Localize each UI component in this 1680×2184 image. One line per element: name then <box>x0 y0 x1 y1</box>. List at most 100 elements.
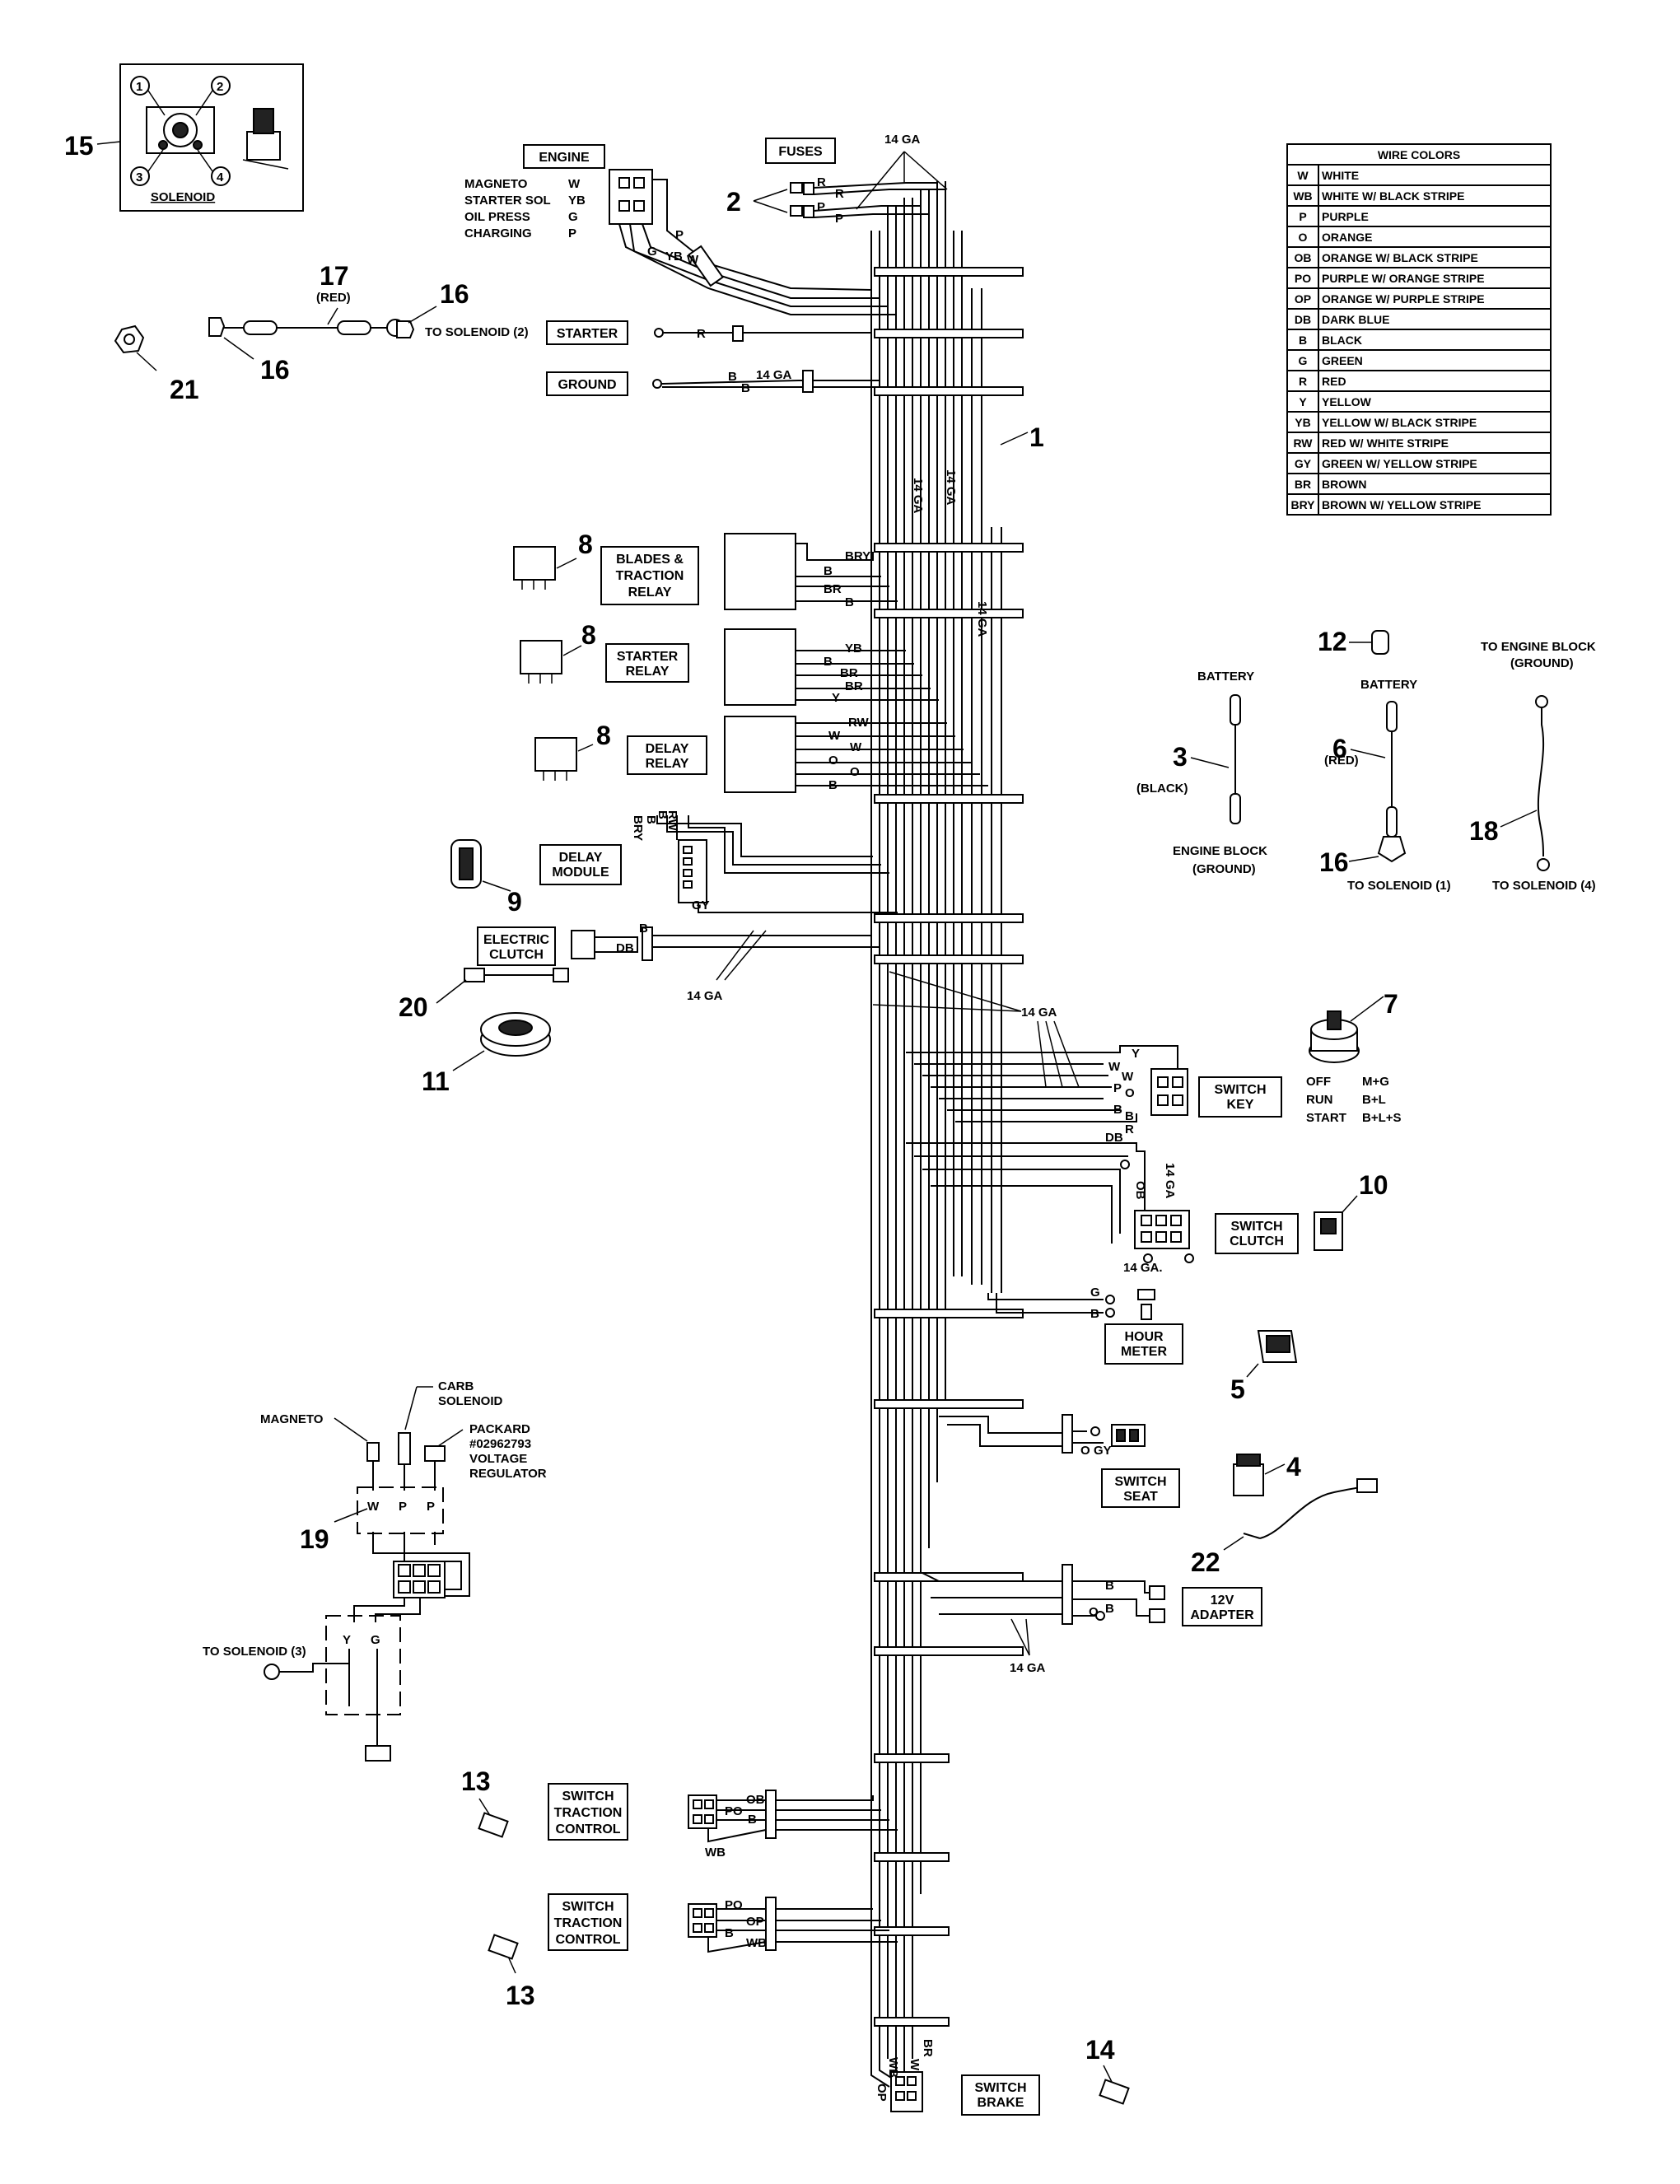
wire-code: WB <box>746 1936 767 1950</box>
hour-meter: G B HOUR METER 5 <box>987 1286 1298 1404</box>
legend-color-name: RED <box>1318 370 1552 392</box>
callout-7: 7 <box>1384 989 1398 1019</box>
legend-color-name: GREEN W/ YELLOW STRIPE <box>1318 452 1552 474</box>
key-position: OFF <box>1306 1075 1331 1089</box>
legend-code: G <box>1286 349 1319 371</box>
engine-row-code: YB <box>568 194 586 208</box>
wire-code: Y <box>832 691 840 705</box>
wire-code: G <box>1090 1286 1100 1300</box>
legend-color-name: GREEN <box>1318 349 1552 371</box>
switch-seat: O GY SWITCH SEAT <box>939 1414 1180 1508</box>
switch-name: CONTROL <box>555 1933 620 1947</box>
battery-label: BATTERY <box>1360 678 1417 692</box>
wire-code: W <box>687 253 699 267</box>
packard-label: REGULATOR <box>469 1467 547 1481</box>
callout-13: 13 <box>506 1981 535 2010</box>
wire-code: RW <box>665 810 679 832</box>
wire-code: W <box>367 1500 380 1514</box>
wire-code: B <box>1113 1103 1122 1117</box>
switch-name: SWITCH <box>1114 1475 1166 1489</box>
legend-code: O <box>1286 226 1319 248</box>
to-engine-block: (GROUND) <box>1510 656 1574 670</box>
callout-2: 2 <box>726 187 741 217</box>
callout-19: 19 <box>300 1524 329 1554</box>
legend-code: R <box>1286 370 1319 392</box>
callout-5: 5 <box>1230 1374 1245 1404</box>
relay-name: RELAY <box>646 757 689 771</box>
legend-code: RW <box>1286 432 1319 454</box>
wire-code: P <box>399 1500 407 1514</box>
switch-name: BRAKE <box>978 2096 1024 2110</box>
wire-code: B <box>748 1813 757 1827</box>
legend-code: P <box>1286 205 1319 227</box>
callout-11: 11 <box>422 1066 450 1096</box>
legend-color-name: RED W/ WHITE STRIPE <box>1318 432 1552 454</box>
starter-ground: STARTER R GROUND B B 14 GA <box>546 320 888 396</box>
to-engine-block: TO ENGINE BLOCK <box>1481 640 1596 654</box>
svg-text:3: 3 <box>136 170 142 184</box>
ga-label: 14 GA <box>687 989 723 1003</box>
legend-code: GY <box>1286 452 1319 474</box>
legend-code: WB <box>1286 184 1319 207</box>
wire-code: B <box>644 815 658 824</box>
wire-code: R <box>697 327 706 341</box>
wire-code: B <box>728 370 737 384</box>
wire-code: BRY <box>845 549 870 563</box>
wire-code: B <box>1105 1602 1114 1616</box>
key-value: B+L+S <box>1362 1111 1402 1125</box>
callout-10: 10 <box>1359 1170 1388 1200</box>
wire-code: PO <box>725 1898 743 1912</box>
meter-name: METER <box>1121 1345 1167 1359</box>
packard-label: VOLTAGE <box>469 1452 527 1466</box>
callout-13: 13 <box>461 1766 491 1796</box>
legend-color-name: BLACK <box>1318 329 1552 351</box>
legend-code: B <box>1286 329 1319 351</box>
callout-16: 16 <box>1319 847 1349 877</box>
adapter-name: ADAPTER <box>1190 1608 1254 1622</box>
switch-name: CONTROL <box>555 1822 620 1836</box>
to-solenoid-2: TO SOLENOID (2) <box>425 325 529 339</box>
switch-name: SWITCH <box>1214 1083 1266 1097</box>
engine-row-code: G <box>568 210 578 224</box>
wire-code: B <box>845 595 854 609</box>
wire-code: DB <box>1105 1131 1123 1145</box>
wire-code: W <box>1108 1060 1121 1074</box>
key-position: RUN <box>1306 1093 1333 1107</box>
magneto-label: MAGNETO <box>260 1412 324 1426</box>
wire-code: B <box>1105 1579 1114 1593</box>
switch-name: SWITCH <box>1230 1220 1282 1234</box>
engine-row-name: CHARGING <box>464 226 532 240</box>
callout-15: 15 <box>64 131 94 161</box>
legend-color-name: WHITE <box>1318 164 1552 186</box>
wire-code: B <box>639 922 648 936</box>
wire-code: O <box>1089 1605 1099 1619</box>
wire-code: O <box>828 754 838 768</box>
wire-code: Y <box>1132 1047 1140 1061</box>
wire-code: YB <box>845 642 862 656</box>
wire-code: OP <box>746 1915 764 1929</box>
wire-code: WB <box>886 2057 900 2078</box>
wire-code: R <box>1125 1122 1134 1136</box>
switch-brake: BR W WB OP SWITCH BRAKE 14 <box>870 2035 1130 2116</box>
wire-code: YB <box>665 250 683 264</box>
legend-color-name: PURPLE W/ ORANGE STRIPE <box>1318 267 1552 289</box>
adapter-12v: B B O 12V ADAPTER 14 GA 4 22 <box>922 1452 1378 1675</box>
to-solenoid-1: TO SOLENOID (1) <box>1347 879 1451 893</box>
legend-code: BRY <box>1286 493 1319 516</box>
wire-code: O <box>1125 1086 1135 1100</box>
module-name: DELAY <box>559 851 603 865</box>
legend-code: BR <box>1286 473 1319 495</box>
packard-label: PACKARD <box>469 1422 530 1436</box>
engine-row-code: W <box>568 177 581 191</box>
switch-name: SWITCH <box>562 1790 614 1804</box>
carb-solenoid-label: CARB <box>438 1379 474 1393</box>
ga-label: 14 GA <box>884 133 921 147</box>
wire-code: W <box>908 2059 922 2071</box>
callout-8: 8 <box>581 620 596 650</box>
